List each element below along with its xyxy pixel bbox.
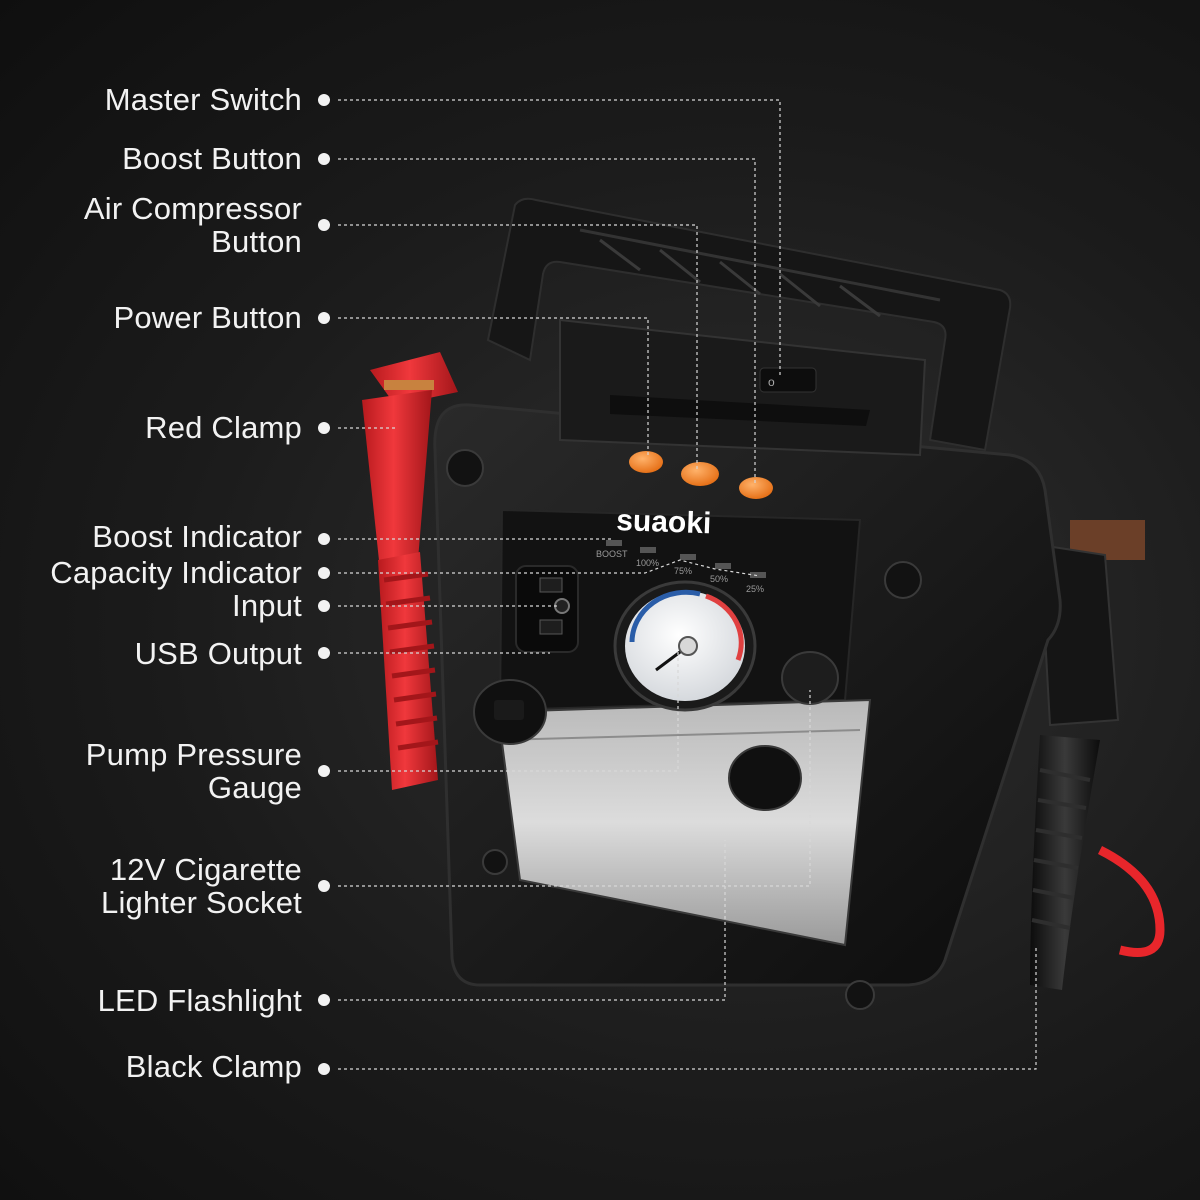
indicator-label-100: 100% [636, 558, 659, 568]
callout-connectors [338, 99, 1037, 1070]
bullet-pump-pressure-gauge [318, 765, 330, 777]
bullet-capacity-indicator [318, 567, 330, 579]
indicator-label-50: 50% [710, 574, 728, 584]
connector-power-button [338, 317, 649, 455]
connector-led-flashlight [338, 840, 726, 1001]
connector-black-clamp [338, 945, 1037, 1070]
bullet-boost-button [318, 153, 330, 165]
connector-air-compressor-button [338, 224, 698, 470]
bullet-cigarette-lighter-socket [318, 880, 330, 892]
label-usb-output: USB Output [134, 636, 302, 671]
label-led-flashlight: LED Flashlight [97, 983, 302, 1018]
bullet-master-switch [318, 94, 330, 106]
control-buttons [629, 451, 773, 499]
bullet-black-clamp [318, 1063, 330, 1075]
bullet-input [318, 600, 330, 612]
connector-capacity-indicator [338, 559, 761, 577]
bullet-usb-output [318, 647, 330, 659]
connector-pump-pressure-gauge [338, 650, 679, 772]
indicator-label-boost: BOOST [596, 549, 628, 559]
indicator-leds: BOOST 100% 75% 50% 25% [596, 540, 766, 594]
label-boost-button: Boost Button [122, 141, 302, 176]
label-master-switch: Master Switch [104, 82, 302, 117]
connector-master-switch [338, 99, 781, 375]
bullet-boost-indicator [318, 533, 330, 545]
bullet-air-compressor-button [318, 219, 330, 231]
label-red-clamp: Red Clamp [145, 410, 302, 445]
port-panel [515, 565, 579, 653]
connector-cigarette-lighter-socket [338, 690, 811, 887]
master-switch-illustration: o [759, 367, 817, 393]
label-capacity-indicator: Capacity Indicator [50, 555, 302, 590]
brand-logo: suaoki [616, 504, 712, 540]
indicator-label-75: 75% [674, 566, 692, 576]
label-input: Input [232, 588, 302, 623]
indicator-label-25: 25% [746, 584, 764, 594]
red-clamp-illustration [362, 352, 458, 790]
connector-boost-button [338, 158, 756, 485]
svg-text:o: o [768, 375, 775, 389]
device-body [433, 318, 1062, 1010]
sockets [473, 651, 839, 811]
pressure-gauge-illustration [613, 580, 757, 712]
bullet-red-clamp [318, 422, 330, 434]
label-boost-indicator: Boost Indicator [92, 519, 302, 554]
bullet-power-button [318, 312, 330, 324]
bullet-led-flashlight [318, 994, 330, 1006]
label-black-clamp: Black Clamp [125, 1049, 302, 1084]
label-power-button: Power Button [113, 300, 302, 335]
carry-handle [486, 197, 1012, 452]
